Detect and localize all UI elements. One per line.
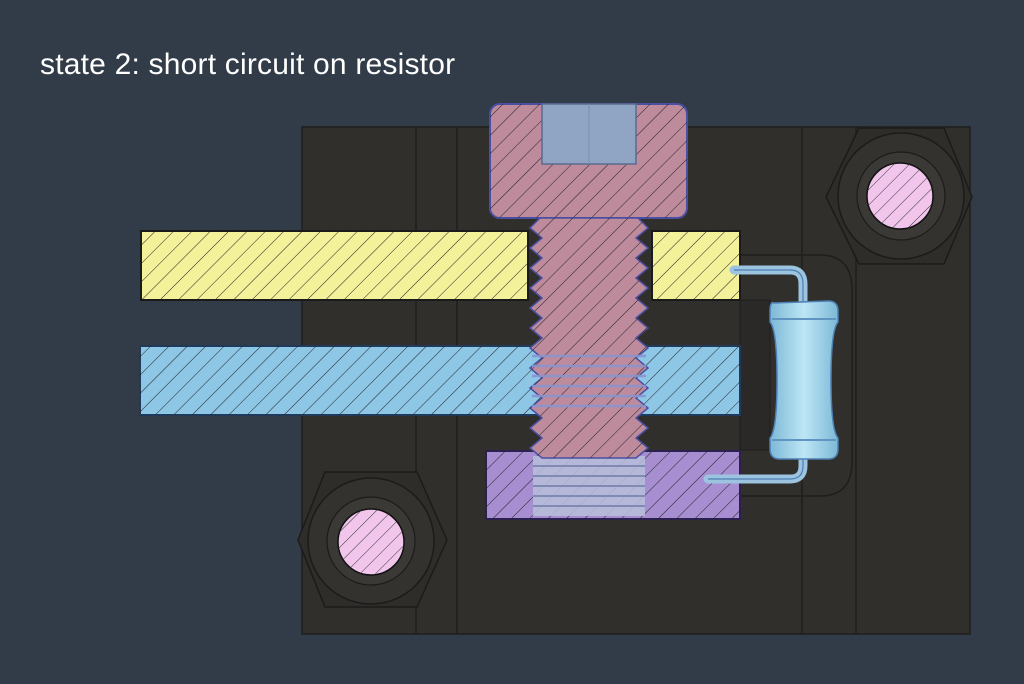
bottom-left-hex-nut — [297, 471, 448, 608]
resistor — [703, 265, 839, 484]
caption-title: state 2: short circuit on resistor — [40, 48, 456, 81]
bottom-nut-block — [485, 450, 741, 520]
top-right-hex-nut — [825, 127, 973, 265]
top-plate — [140, 230, 741, 301]
bolt-socket — [541, 103, 637, 165]
middle-plate — [139, 345, 741, 416]
